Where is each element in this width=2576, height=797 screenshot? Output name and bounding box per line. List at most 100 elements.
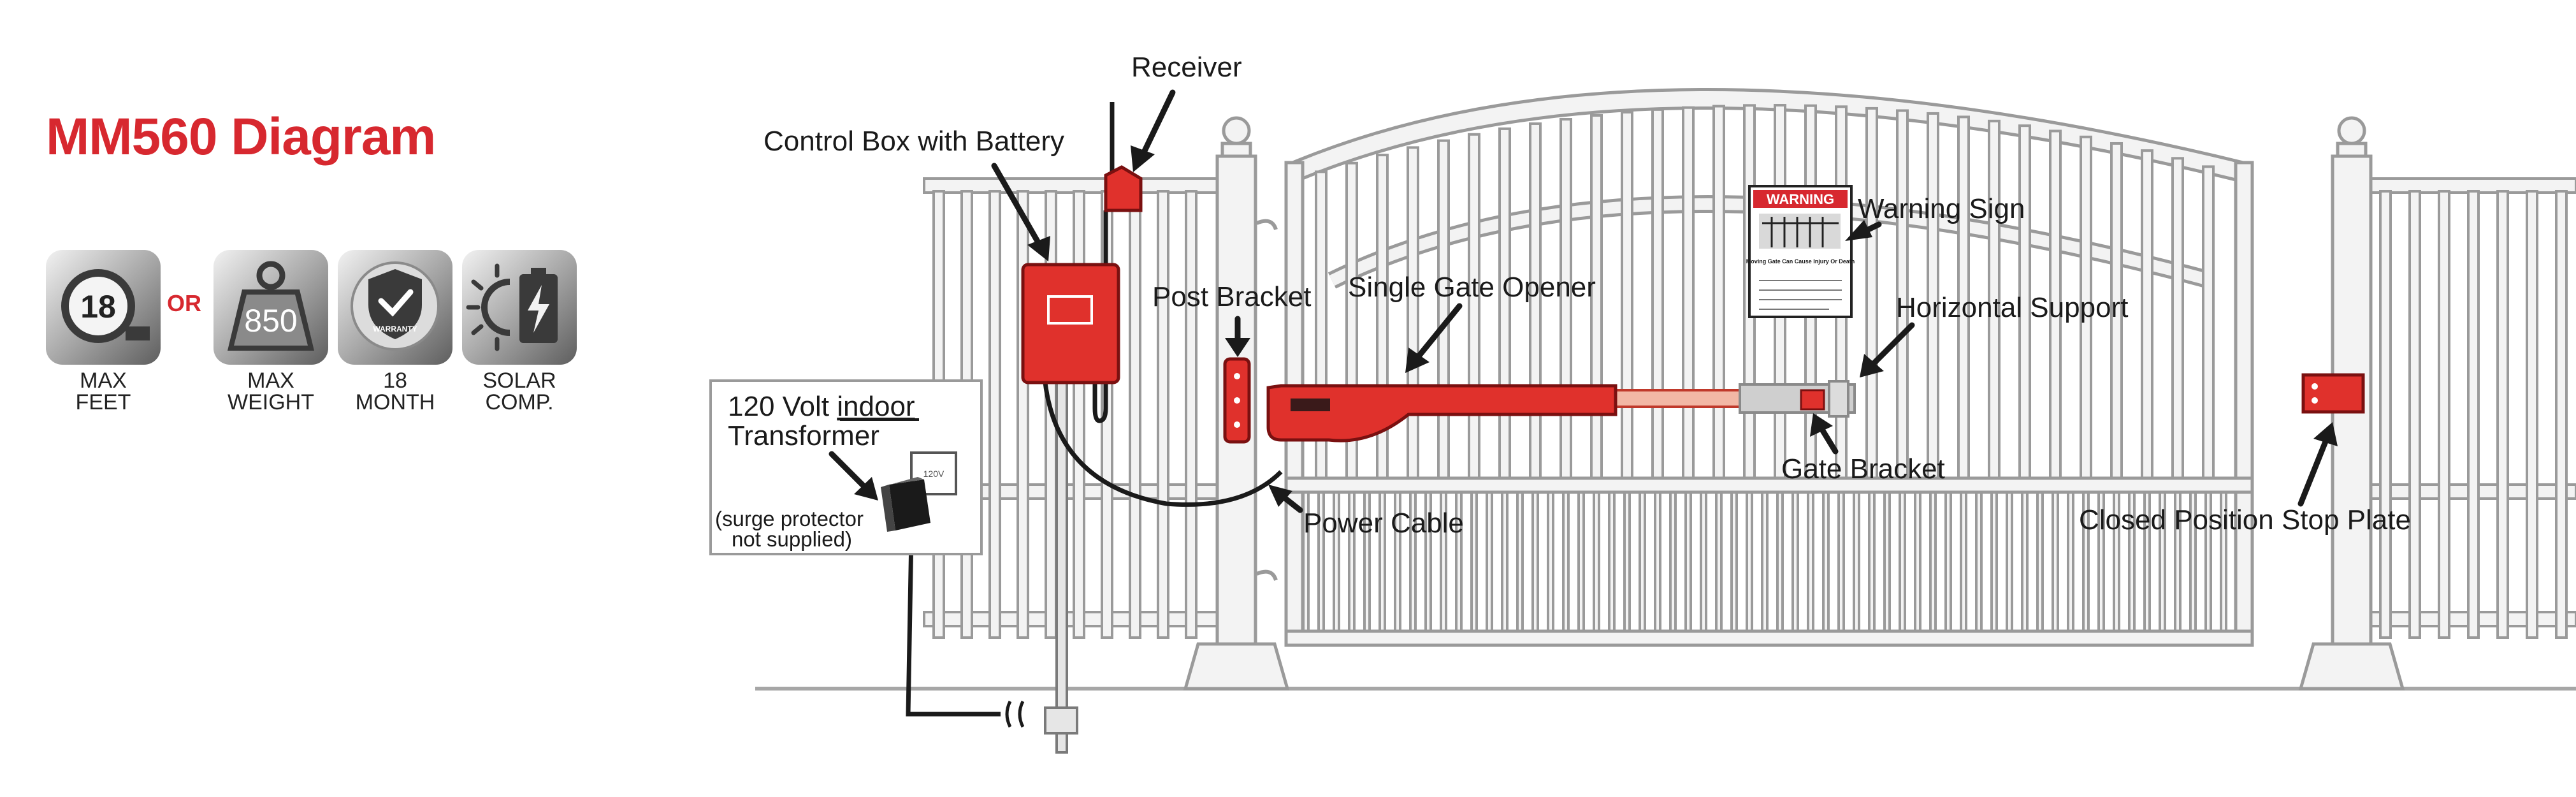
badge-value-feet: 18: [80, 289, 116, 325]
gate-bars: [1302, 104, 2243, 632]
gate-picket: [1470, 491, 1478, 632]
fence-bar: [1073, 190, 1085, 639]
right-post: [2298, 116, 2405, 691]
label-power-cable: Power Cable: [1303, 508, 1464, 539]
gate-bar: [1468, 133, 1480, 492]
gate-picket: [1746, 491, 1753, 632]
gate-picket: [1608, 491, 1616, 632]
badge-max-weight: 850 MAX WEIGHT: [213, 250, 328, 413]
gate-picket: [1715, 491, 1723, 632]
label-closed-stop-plate: Closed Position Stop Plate: [2079, 504, 2411, 536]
gate-picket: [1761, 491, 1769, 632]
gate-picket: [1654, 491, 1661, 632]
gate-panel: [1284, 88, 2254, 647]
receiver-antenna-cable: [1092, 210, 1108, 423]
gate-bar: [1682, 106, 1695, 492]
fence-bar: [1129, 190, 1141, 639]
label-horizontal-support: Horizontal Support: [1896, 292, 2128, 323]
gate-picket: [2067, 491, 2074, 632]
badge-label-line2: COMP.: [485, 390, 554, 414]
gate-bar: [1621, 110, 1633, 493]
gate-picket: [1547, 491, 1554, 632]
label-gate-bracket: Gate Bracket: [1781, 453, 1945, 485]
gate-picket: [1623, 491, 1631, 632]
gate-bar: [1315, 170, 1328, 492]
gate-picket: [1929, 491, 1937, 632]
power-cable: [1043, 382, 1283, 507]
fence-bar: [2408, 190, 2421, 639]
fence-bar: [2555, 190, 2568, 639]
gate-bar: [1376, 154, 1389, 492]
gate-picket: [1501, 491, 1509, 632]
gate-bar: [1498, 127, 1511, 492]
gate-picket: [1531, 491, 1539, 632]
fence-bar: [2496, 190, 2509, 639]
badge-label-line1: SOLAR: [482, 369, 556, 393]
gate-picket: [1960, 491, 1967, 632]
gate-picket: [2021, 491, 2029, 632]
label-single-gate-opener: Single Gate Opener: [1348, 272, 1596, 303]
badge-warranty-text: WARRANTY: [373, 325, 417, 333]
gate-picket: [1822, 491, 1830, 632]
gate-picket: [1868, 491, 1876, 632]
fence-bar: [1185, 190, 1198, 639]
control-box: [1021, 263, 1120, 384]
warning-sign-text: Moving Gate Can Cause Injury Or Death: [1746, 258, 1855, 265]
gate-bar: [1437, 139, 1450, 492]
label-transformer-line2: Transformer: [728, 420, 879, 451]
gate-picket: [2036, 491, 2044, 632]
gate-picket: [1944, 491, 1952, 632]
gate-picket: [1639, 491, 1646, 632]
badge-label-line2: WEIGHT: [228, 390, 314, 414]
gate-picket: [1700, 491, 1707, 632]
gate-picket: [2051, 491, 2059, 632]
fence-bar: [2438, 190, 2450, 639]
gate-picket: [1669, 491, 1677, 632]
gate-bar: [2202, 165, 2215, 492]
gate-bar: [2141, 149, 2153, 492]
gate-bar: [1865, 106, 1878, 493]
outlet-label: 120V: [923, 469, 944, 479]
gate-bracket: [1739, 380, 1856, 418]
gate-picket: [1883, 491, 1891, 632]
or-connector: OR: [167, 290, 201, 316]
label-warning-sign: Warning Sign: [1858, 193, 2025, 224]
transformer-callout: 120V: [709, 379, 983, 555]
diagram-labels: Receiver Control Box with Battery Post B…: [715, 52, 2411, 551]
gate-picket: [1486, 491, 1493, 632]
gate-picket: [2006, 491, 2013, 632]
gate-picket: [1899, 491, 1906, 632]
gate-bar: [1651, 108, 1664, 492]
badge-label-line1: MAX: [247, 369, 294, 393]
label-post-bracket: Post Bracket: [1152, 281, 1311, 312]
gate-picket: [1684, 491, 1692, 632]
label-control-box: Control Box with Battery: [763, 126, 1064, 157]
receiver: [1104, 102, 1143, 212]
weight-icon: 850: [213, 250, 328, 365]
gate-picket: [1791, 491, 1799, 632]
gate-bar: [1559, 118, 1572, 493]
label-transformer-note2: not supplied): [732, 527, 852, 551]
gate-picket: [1990, 491, 1998, 632]
gate-picket: [1914, 491, 1921, 632]
gate-picket: [1776, 491, 1784, 632]
badge-max-feet: 18 MAX FEET: [46, 250, 161, 413]
transformer-icon: [881, 477, 930, 532]
gate-picket: [1593, 491, 1600, 632]
fence-bar: [1157, 190, 1169, 639]
post-bracket: [1223, 357, 1251, 444]
fence-bar: [2379, 190, 2392, 639]
fence-bar: [1017, 190, 1029, 639]
fence-bar: [2526, 190, 2538, 639]
badge-label-line1: 18: [383, 369, 407, 393]
gate-bar: [1529, 122, 1542, 493]
badge-label-line1: MAX: [80, 369, 127, 393]
tape-measure-icon: 18: [46, 250, 161, 365]
transformer-cable: [906, 535, 1001, 717]
label-transformer-note1: (surge protector: [715, 507, 864, 530]
gate-bar: [1712, 105, 1725, 493]
badge-label-line2: MONTH: [355, 390, 435, 414]
gate-picket: [1730, 491, 1738, 632]
solar-battery-icon: [462, 250, 577, 365]
gate-picket: [1837, 491, 1845, 632]
